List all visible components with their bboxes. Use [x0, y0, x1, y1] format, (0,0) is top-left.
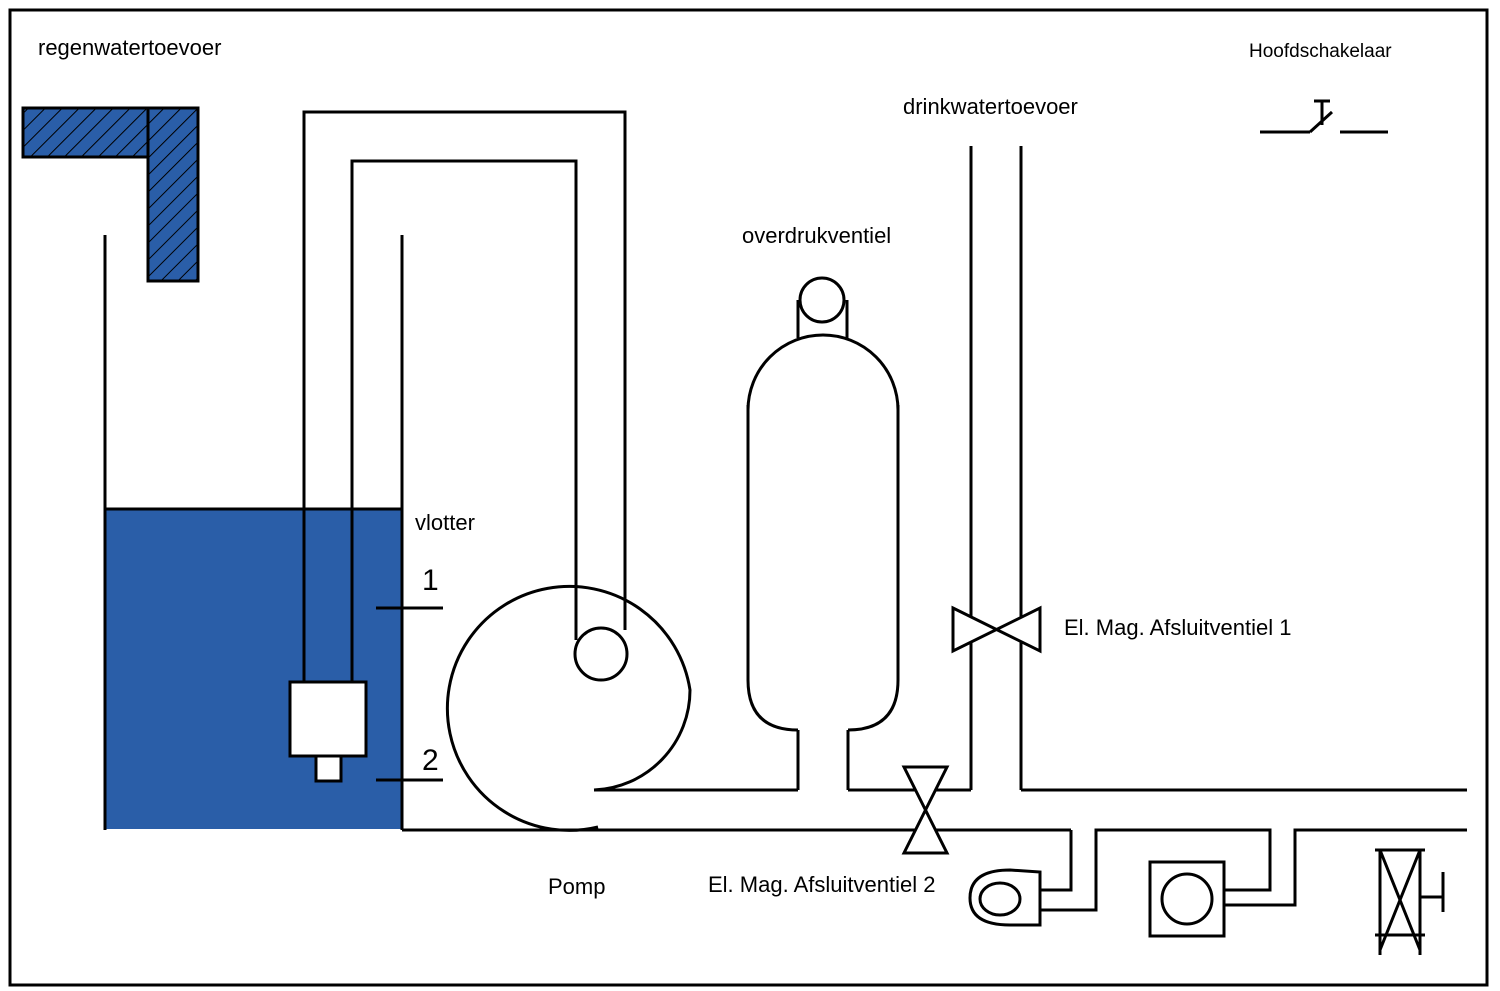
valve-2-label: El. Mag. Afsluitventiel 2 [708, 872, 935, 897]
tank-water [105, 509, 402, 829]
float-label: vlotter [415, 510, 475, 535]
valve-1-icon [951, 605, 1042, 654]
valve-2-icon [901, 765, 950, 855]
rain-inlet-label: regenwatertoevoer [38, 35, 221, 60]
pressure-valve-label: overdrukventiel [742, 223, 891, 248]
valve-1-label: El. Mag. Afsluitventiel 1 [1064, 615, 1291, 640]
suction-pipe [302, 110, 627, 683]
pressure-vessel [746, 333, 900, 790]
drinkwater-inlet-label: drinkwatertoevoer [903, 94, 1078, 119]
toilet-icon [968, 868, 1042, 927]
drinkwater-pipe [969, 146, 1467, 792]
main-switch-label: Hoofdschakelaar [1249, 41, 1392, 62]
rain-gutter [21, 106, 200, 283]
float [288, 680, 368, 783]
main-pipes [402, 788, 1467, 912]
overpressure-valve [796, 276, 849, 338]
level-marks [376, 606, 443, 782]
diagram-frame [8, 8, 1489, 987]
pump-label: Pomp [548, 874, 605, 899]
washing-machine-icon [1148, 860, 1226, 938]
main-switch-icon [1260, 99, 1388, 134]
level-2-label: 2 [422, 744, 439, 777]
pump [445, 584, 692, 832]
level-1-label: 1 [422, 564, 439, 597]
tap-icon [1375, 848, 1445, 955]
